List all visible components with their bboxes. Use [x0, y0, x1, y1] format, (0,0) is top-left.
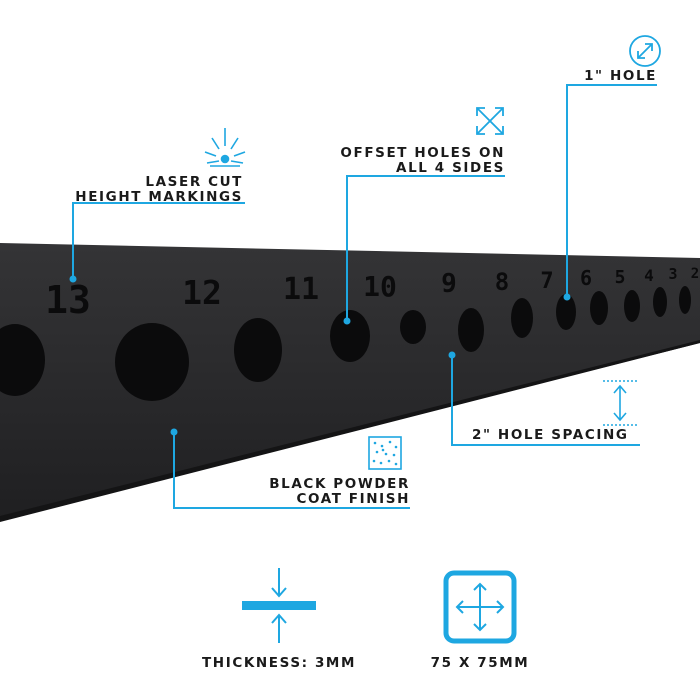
offset-callout-label: OFFSET HOLES ON ALL 4 SIDES	[340, 146, 505, 176]
hole-callout-label: 1" HOLE	[584, 69, 657, 84]
hole	[624, 290, 640, 322]
height-marking: 5	[615, 267, 626, 288]
thickness-icon	[242, 568, 316, 643]
hole-row	[0, 286, 691, 401]
finish-label-line1: BLACK POWDER	[269, 476, 410, 492]
leader-dot	[343, 317, 351, 325]
offset-label-line2: ALL 4 SIDES	[396, 160, 505, 176]
laser-label-line1: LASER CUT	[145, 174, 243, 190]
finish-callout-label: BLACK POWDER COAT FINISH	[269, 477, 410, 507]
leader-hole	[566, 84, 657, 297]
thickness-spec-text: THICKNESS: 3MM	[201, 655, 357, 671]
thickness-spec-label: THICKNESS: 3MM	[189, 656, 369, 671]
leader-dot	[170, 428, 178, 436]
height-marking: 10	[363, 270, 397, 303]
hole	[590, 291, 608, 325]
height-marking: 7	[540, 269, 553, 294]
height-marking: 3	[668, 265, 677, 283]
finish-label-line2: COAT FINISH	[296, 491, 410, 507]
hole	[458, 308, 484, 352]
height-marking: 8	[495, 268, 509, 296]
height-marking: 2	[691, 266, 699, 282]
hole	[511, 298, 533, 338]
square-expand-icon	[443, 570, 517, 644]
hole-label-line1: 1" HOLE	[584, 68, 657, 84]
height-marking: 9	[441, 269, 457, 299]
hole	[556, 294, 576, 330]
laser-icon	[204, 128, 246, 167]
hole	[115, 323, 189, 401]
height-markings: 13 12 11 10 9 8 7 6 5 4 3 2	[45, 265, 699, 322]
powder-texture-icon	[368, 436, 402, 470]
hole	[234, 318, 282, 382]
height-marking: 13	[45, 278, 91, 322]
offset-label-line1: OFFSET HOLES ON	[340, 145, 505, 161]
height-marking: 12	[182, 273, 222, 312]
leader-offset	[346, 175, 505, 320]
height-marking: 4	[644, 266, 654, 285]
vertical-arrows-icon	[603, 380, 637, 426]
laser-callout-label: LASER CUT HEIGHT MARKINGS	[75, 175, 243, 205]
leader-dot	[563, 293, 571, 301]
leader-finish	[173, 432, 410, 509]
spacing-callout-label: 2" HOLE SPACING	[472, 428, 629, 443]
hole	[330, 310, 370, 362]
leader-laser	[72, 202, 245, 278]
hole	[400, 310, 426, 344]
laser-label-line2: HEIGHT MARKINGS	[75, 189, 243, 205]
leader-dot	[448, 351, 456, 359]
hole	[0, 324, 45, 396]
size-spec-label: 75 X 75MM	[400, 656, 560, 671]
height-marking: 11	[283, 272, 319, 307]
leader-spacing	[451, 356, 640, 446]
hole	[679, 286, 691, 314]
cross-arrows-icon	[476, 107, 504, 135]
hole	[653, 287, 667, 317]
leader-dot	[69, 275, 77, 283]
size-spec-text: 75 X 75MM	[430, 655, 530, 671]
spacing-label-line1: 2" HOLE SPACING	[472, 427, 629, 443]
height-marking: 6	[580, 266, 592, 290]
diagonal-arrow-icon	[629, 35, 661, 67]
